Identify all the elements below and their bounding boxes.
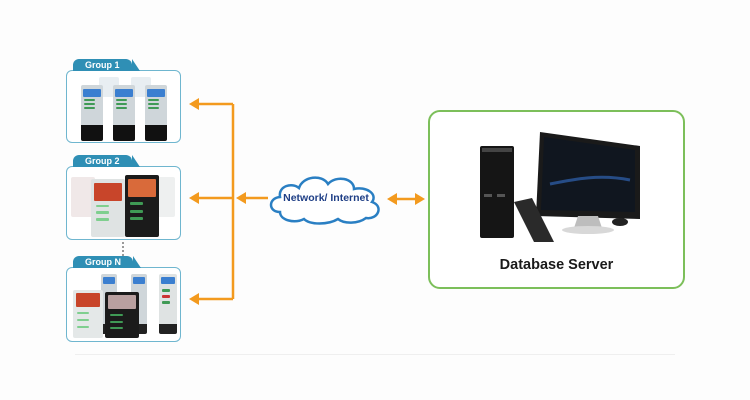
kiosk-icon (73, 290, 103, 338)
group-1-kiosks (71, 75, 176, 141)
arrowhead-icon (415, 193, 425, 205)
network-label: Network/ Internet (283, 192, 369, 204)
group-2-kiosks (71, 171, 176, 237)
group-n-box: Group N (66, 256, 181, 342)
desktop-computer-icon (480, 132, 640, 242)
group-n-label: Group N (73, 256, 141, 268)
kiosk-icon (91, 179, 125, 237)
kiosk-icon (105, 292, 139, 338)
kiosk-icon (125, 175, 159, 237)
arrowhead-icon (189, 98, 199, 110)
database-server-label: Database Server (499, 257, 614, 273)
group-1-label: Group 1 (73, 59, 139, 71)
kiosk-icon (113, 85, 135, 141)
arrowhead-icon (387, 193, 397, 205)
kiosk-icon (145, 85, 167, 141)
group-2-box: Group 2 (66, 155, 181, 240)
group-2-label: Group 2 (73, 155, 139, 167)
kiosk-icon (81, 85, 103, 141)
vertical-dots-icon (122, 242, 124, 264)
arrowhead-icon (189, 192, 199, 204)
cloud-icon (269, 176, 380, 225)
kiosk-icon (159, 274, 177, 334)
divider (75, 354, 675, 355)
database-server-box: Database Server (428, 110, 685, 289)
group-1-box: Group 1 (66, 59, 181, 143)
arrowhead-icon (236, 192, 246, 204)
arrowhead-icon (189, 293, 199, 305)
group-n-kiosks (71, 272, 177, 338)
